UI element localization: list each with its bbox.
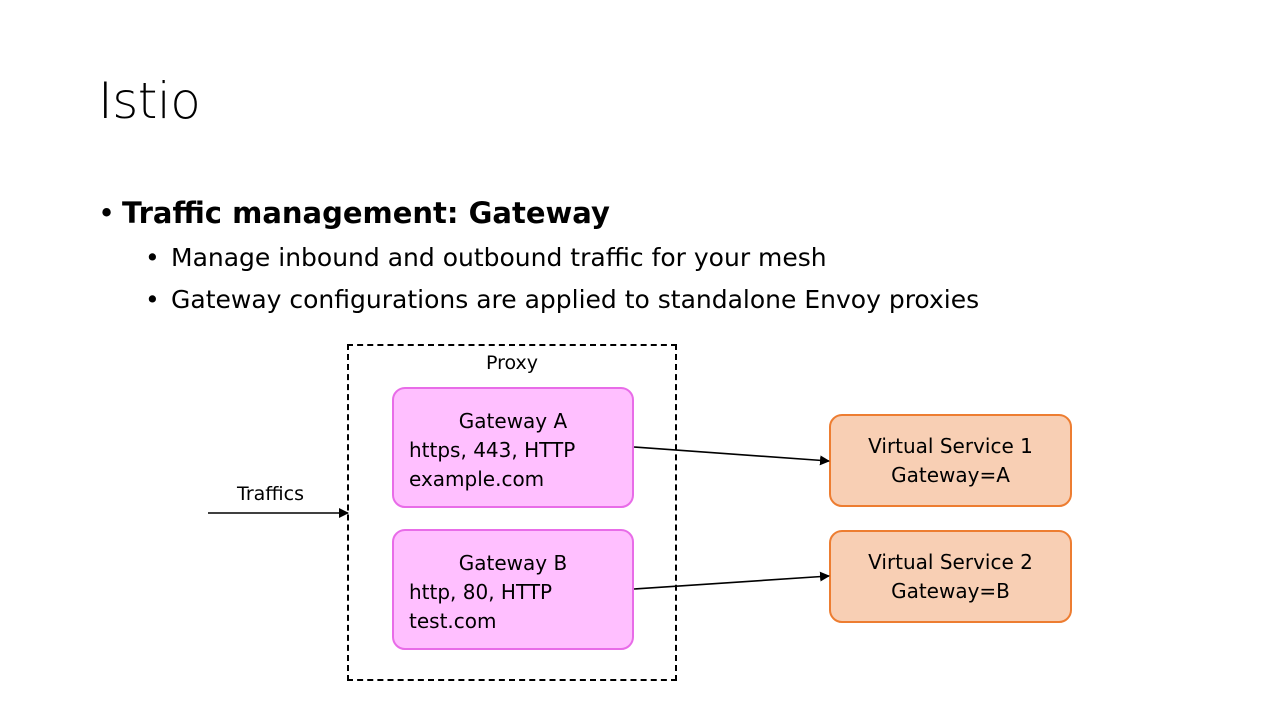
bullet-sub-1-text: Manage inbound and outbound traffic for … [171,243,827,272]
bullet-main-text: Traffic management: Gateway [122,196,610,230]
gateway-a-host: example.com [409,467,545,491]
bullet-sub-1: • Manage inbound and outbound traffic fo… [145,243,827,272]
gateway-b-title: Gateway B [458,551,568,575]
virtual-service-2-box: Virtual Service 2 Gateway=B [829,530,1072,623]
bullet-sub-2: • Gateway configurations are applied to … [145,285,979,314]
gateway-b-box: Gateway B http, 80, HTTP test.com [392,529,634,650]
slide-title: Istio [98,72,201,130]
virtual-service-1-box: Virtual Service 1 Gateway=A [829,414,1072,507]
bullet-main: • Traffic management: Gateway [98,196,610,230]
gateway-a-to-service-1-arrow [633,446,830,466]
gateway-a-protocol: https, 443, HTTP [409,438,576,462]
gateway-a-box: Gateway A https, 443, HTTP example.com [392,387,634,508]
gateway-b-host: test.com [409,609,497,633]
virtual-service-2-gateway: Gateway=B [891,578,1010,603]
virtual-service-2-title: Virtual Service 2 [868,549,1033,574]
gateway-b-to-service-2-arrow [633,571,830,590]
bullet-glyph: • [145,243,160,272]
bullet-sub-2-text: Gateway configurations are applied to st… [171,285,980,314]
gateway-b-protocol: http, 80, HTTP [409,580,553,604]
gateway-a-title: Gateway A [458,409,568,433]
virtual-service-1-title: Virtual Service 1 [868,433,1033,458]
traffic-label: Traffics [237,483,304,505]
bullet-glyph: • [145,285,160,314]
bullet-glyph: • [98,196,116,230]
virtual-service-1-gateway: Gateway=A [891,462,1010,487]
proxy-label: Proxy [485,352,539,374]
